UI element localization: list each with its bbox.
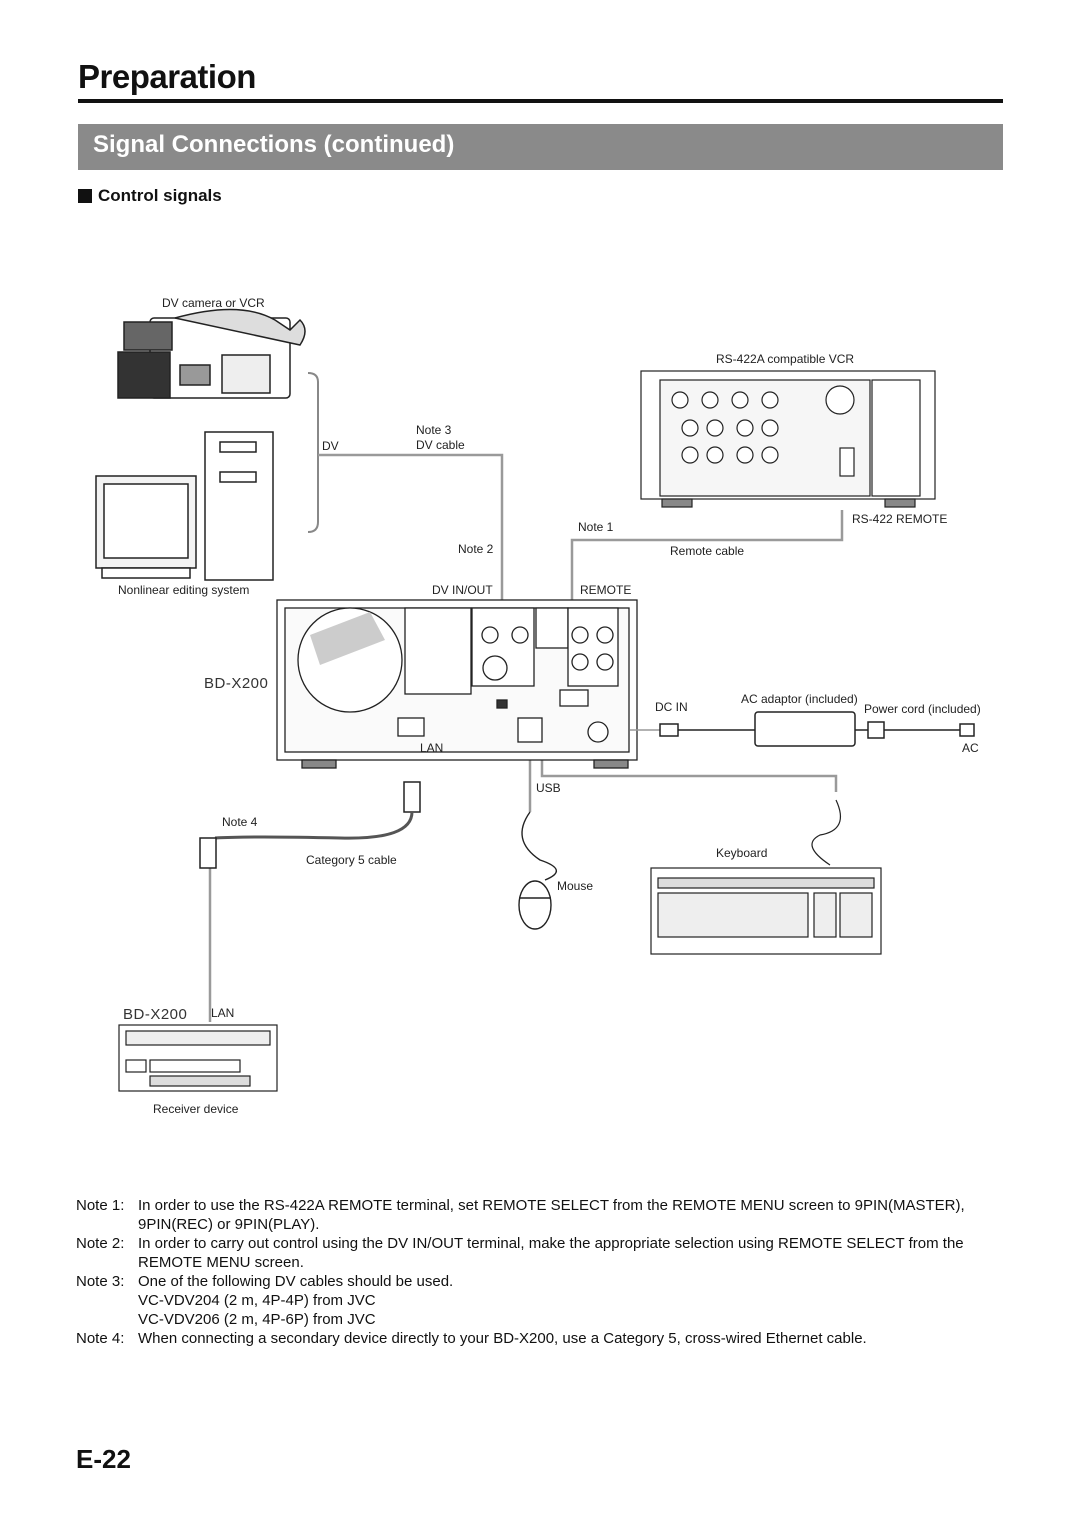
lan-main-label: LAN: [420, 741, 443, 755]
note-item: Note 1: In order to use the RS-422A REMO…: [76, 1196, 1006, 1234]
mouse-image: [518, 811, 557, 930]
note-body: In order to use the RS-422A REMOTE termi…: [138, 1196, 1006, 1234]
dv-camera-image: [117, 308, 306, 399]
connection-diagram: DV camera or VCR Nonlinear editing syste…: [95, 296, 981, 1116]
page-title: Preparation: [78, 58, 256, 95]
subsection-title: Control signals: [98, 186, 222, 205]
section-banner: [78, 124, 1003, 170]
note-line: VC-VDV204 (2 m, 4P-4P) from JVC: [138, 1292, 376, 1309]
note-line: VC-VDV206 (2 m, 4P-6P) from JVC: [138, 1311, 376, 1328]
vcr-label: RS-422A compatible VCR: [716, 352, 854, 366]
ac-label: AC: [962, 741, 979, 755]
note1-label: Note 1: [578, 520, 614, 534]
note-line: In order to carry out control using the …: [138, 1235, 964, 1271]
notes-list: Note 1: In order to use the RS-422A REMO…: [76, 1196, 1006, 1348]
dv-label: DV: [322, 439, 339, 453]
note-item: Note 3: One of the following DV cables s…: [76, 1272, 1006, 1329]
ac-adaptor-image: [630, 711, 975, 747]
keyboard-label: Keyboard: [716, 846, 767, 860]
note-item: Note 2: In order to carry out control us…: [76, 1234, 1006, 1272]
dv-camera-label: DV camera or VCR: [162, 296, 265, 310]
remote-cable-label: Remote cable: [670, 544, 744, 558]
keyboard-image: [650, 799, 882, 955]
note-line: In order to use the RS-422A REMOTE termi…: [138, 1197, 965, 1233]
usb-label: USB: [536, 781, 561, 795]
mouse-label: Mouse: [557, 879, 593, 893]
remote-label: REMOTE: [580, 583, 631, 597]
note-key: Note 4:: [76, 1330, 125, 1347]
bullet-square-icon: [78, 189, 92, 203]
dv-inout-label: DV IN/OUT: [432, 583, 493, 597]
note-line: One of the following DV cables should be…: [138, 1273, 454, 1290]
nle-label: Nonlinear editing system: [118, 583, 249, 597]
title-rule: [78, 99, 1003, 103]
lan-recv-label: LAN: [211, 1006, 234, 1020]
vcr-image: [640, 370, 936, 508]
note-key: Note 1:: [76, 1197, 125, 1214]
bdx200-main-label: BD-X200: [204, 675, 268, 692]
note-line: When connecting a secondary device direc…: [138, 1330, 867, 1347]
bracket: [307, 372, 319, 533]
receiver-image: [118, 1024, 278, 1092]
note3-label: Note 3: [416, 423, 452, 437]
power-cord-label: Power cord (included): [864, 702, 981, 716]
bdx200-rear-image: [276, 599, 638, 769]
pc-image: [95, 431, 274, 581]
note-item: Note 4: When connecting a secondary devi…: [76, 1329, 1006, 1348]
note-key: Note 2:: [76, 1235, 125, 1252]
dv-cable-label: DV cable: [416, 438, 465, 452]
page-number: E-22: [76, 1444, 131, 1474]
note-key: Note 3:: [76, 1273, 125, 1290]
ac-adaptor-label: AC adaptor (included): [741, 692, 858, 706]
section-title: Signal Connections (continued): [93, 131, 455, 158]
note-body: In order to carry out control using the …: [138, 1234, 1006, 1272]
rs422-label: RS-422 REMOTE: [852, 512, 947, 526]
note-body: One of the following DV cables should be…: [138, 1272, 1006, 1329]
note-body: When connecting a secondary device direc…: [138, 1329, 1006, 1348]
note2-label: Note 2: [458, 542, 494, 556]
note4-label: Note 4: [222, 815, 258, 829]
lan-cable-image: [199, 781, 421, 869]
cat5-label: Category 5 cable: [306, 853, 397, 867]
bdx200-recv-label: BD-X200: [123, 1006, 187, 1023]
receiver-label: Receiver device: [153, 1102, 239, 1116]
dc-in-label: DC IN: [655, 700, 688, 714]
